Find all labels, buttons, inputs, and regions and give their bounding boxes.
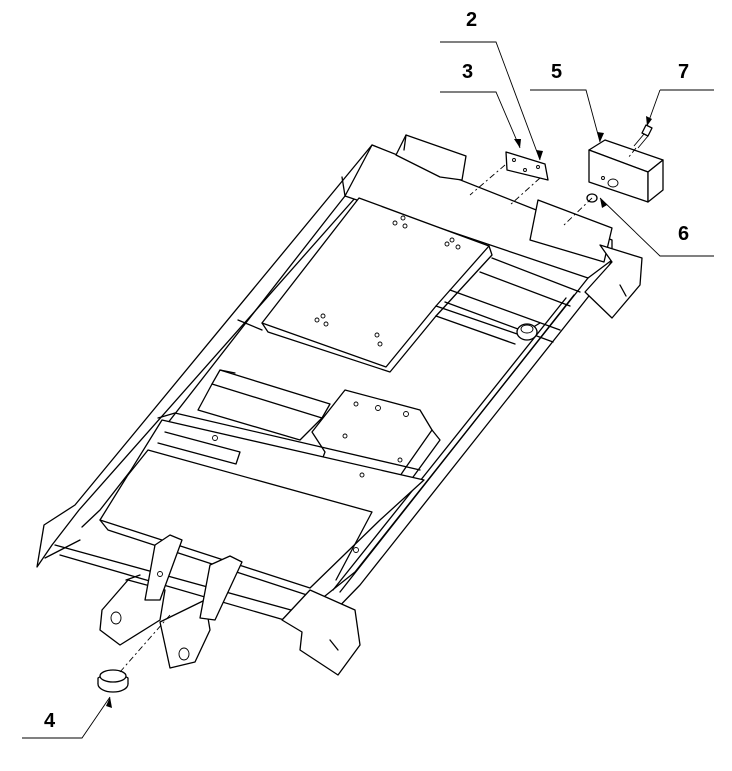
part-2-3-cover-plate: [469, 151, 549, 206]
part-7-screw: [627, 124, 653, 159]
callout-label-2: 2: [466, 9, 477, 31]
callout-label-5: 5: [551, 61, 562, 83]
callout-arrowheads: [106, 116, 652, 708]
part-6-nut: [563, 193, 598, 226]
part-4-rubber-foot: [97, 614, 171, 693]
callout-label-4: 4: [44, 710, 56, 732]
callout-label-3: 3: [462, 61, 473, 83]
part-5-box-housing: [588, 139, 664, 203]
callout-label-6: 6: [678, 223, 689, 245]
callout-label-7: 7: [678, 61, 689, 83]
frame-assembly: [36, 134, 643, 676]
mounting-holes: [157, 215, 461, 577]
